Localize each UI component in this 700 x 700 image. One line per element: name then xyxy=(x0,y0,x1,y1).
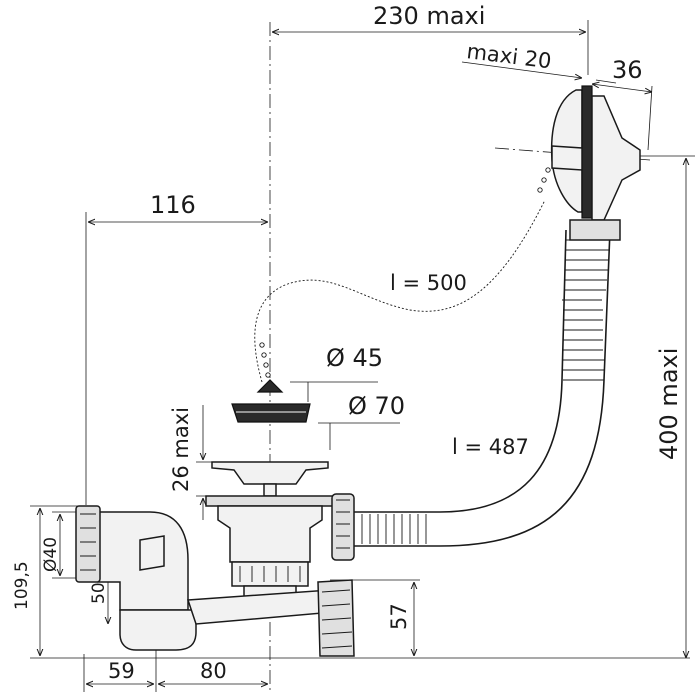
label-flange-diameter: Ø 70 xyxy=(348,392,405,420)
label-chain-length: l = 500 xyxy=(390,271,467,295)
dimension-400-maxi: 400 maxi xyxy=(640,155,695,658)
plug xyxy=(231,379,311,423)
label-outlet-diameter: Ø40 xyxy=(41,537,61,572)
leader-o70: Ø 70 xyxy=(318,392,405,450)
label-total-height: 109,5 xyxy=(12,561,32,610)
leader-o45: Ø 45 xyxy=(290,344,383,402)
label-outlet-width: 59 xyxy=(108,659,135,683)
label-overflow-max: maxi 20 xyxy=(465,39,552,73)
label-outlet-height: 50 xyxy=(89,582,109,604)
dimension-o40: Ø40 xyxy=(41,511,78,579)
overflow-hose xyxy=(354,229,611,547)
hose-nut xyxy=(331,493,355,561)
dimension-59-80: 59 80 xyxy=(30,645,690,692)
dimension-116: 116 xyxy=(85,191,268,505)
trap-assembly xyxy=(75,505,355,657)
dimension-maxi-20: maxi 20 xyxy=(461,39,617,84)
dimension-26-maxi: 26 maxi xyxy=(169,405,232,520)
label-trap-width: 80 xyxy=(200,659,227,683)
label-hose-length: l = 487 xyxy=(452,435,529,459)
label-plug-diameter: Ø 45 xyxy=(326,344,383,372)
plug-chain xyxy=(254,167,551,383)
dimension-36: 36 xyxy=(592,56,652,151)
label-trap-height: 57 xyxy=(387,603,411,630)
label-overflow-width: 36 xyxy=(612,56,643,84)
dimension-109-5: 109,5 xyxy=(12,505,88,656)
overflow-head xyxy=(550,85,641,241)
label-strainer-height: 26 maxi xyxy=(169,407,193,492)
strainer-body xyxy=(205,461,335,605)
label-overflow-height: 400 maxi xyxy=(655,348,683,460)
label-center-offset: 116 xyxy=(150,191,196,219)
dimension-230-maxi: 230 maxi xyxy=(272,2,589,75)
label-offset-max: 230 maxi xyxy=(373,2,485,30)
